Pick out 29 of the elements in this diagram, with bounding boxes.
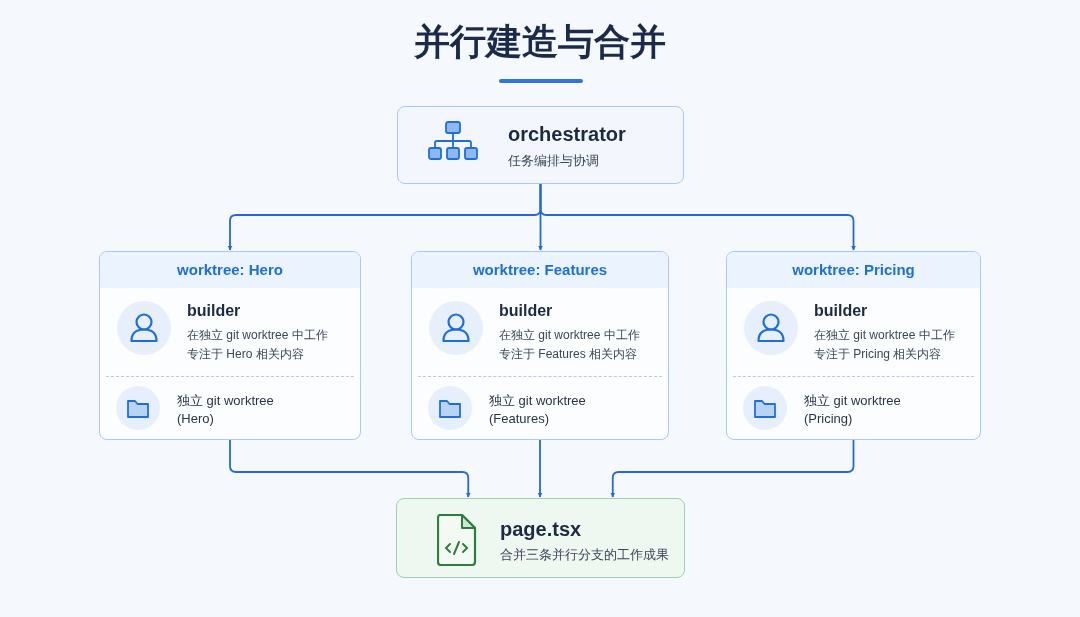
box-subtitle: 合并三条并行分支的工作成果 bbox=[500, 546, 669, 564]
box-subtitle: 任务编排与协调 bbox=[508, 152, 599, 170]
arrow bbox=[610, 439, 855, 498]
folder-label: 独立 git worktree (Pricing) bbox=[804, 392, 902, 428]
process-box bbox=[397, 106, 684, 184]
title: 并行建造与合并 bbox=[413, 20, 667, 64]
card-header: worktree: Hero bbox=[100, 252, 360, 288]
role-name: builder bbox=[187, 302, 241, 320]
role-name: builder bbox=[499, 302, 553, 320]
role-name: builder bbox=[814, 302, 868, 320]
role-focus: 专注于 Hero 相关内容 bbox=[187, 346, 304, 363]
card-header: worktree: Features bbox=[412, 252, 668, 288]
worktree-card bbox=[726, 251, 981, 440]
folder-label: 独立 git worktree (Hero) bbox=[177, 392, 275, 428]
role-description: 在独立 git worktree 中工作 bbox=[814, 327, 955, 344]
arrow bbox=[539, 183, 856, 251]
folder-label: 独立 git worktree (Features) bbox=[489, 392, 587, 428]
role-focus: 专注于 Pricing 相关内容 bbox=[814, 346, 942, 363]
worktree-card bbox=[99, 251, 361, 440]
role-description: 在独立 git worktree 中工作 bbox=[499, 327, 640, 344]
worktree-card bbox=[411, 251, 669, 440]
box-title: orchestrator bbox=[508, 123, 626, 146]
role-focus: 专注于 Features 相关内容 bbox=[499, 346, 638, 363]
arrow bbox=[229, 439, 471, 498]
card-header: worktree: Pricing bbox=[727, 252, 980, 288]
output-box bbox=[396, 498, 685, 578]
arrow bbox=[537, 439, 543, 498]
box-title: page.tsx bbox=[500, 518, 582, 541]
role-description: 在独立 git worktree 中工作 bbox=[187, 327, 328, 344]
